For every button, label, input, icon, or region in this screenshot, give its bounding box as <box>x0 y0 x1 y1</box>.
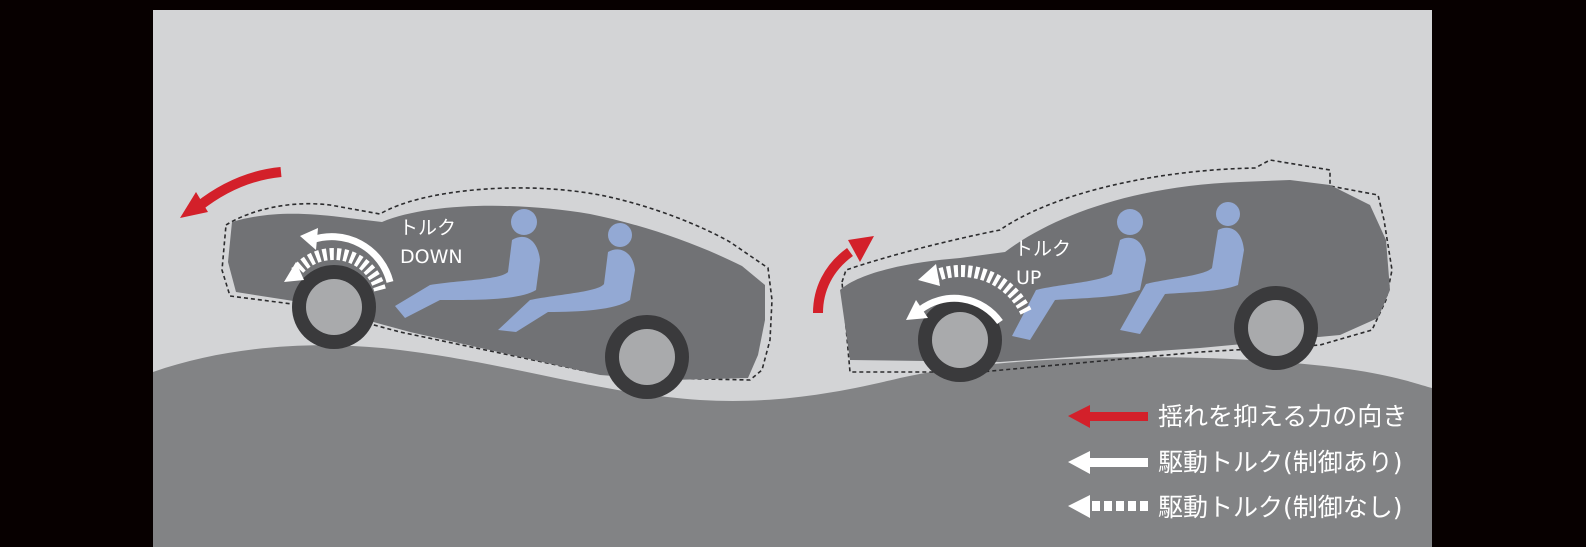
left-car-torque-label-line1: トルク <box>399 217 457 239</box>
right-car <box>813 159 1393 382</box>
left-car <box>180 167 773 399</box>
legend-label-damping-direction: 揺れを抑える力の向き <box>1158 402 1408 431</box>
passenger-head <box>608 223 632 247</box>
right-torque-arrow-controlled <box>917 294 1003 325</box>
legend-red-arrow-swatch <box>1068 405 1148 428</box>
left-car-passengers <box>395 209 635 332</box>
passenger-body <box>498 249 635 332</box>
right-torque-arrow-uncontrolled <box>927 265 1032 315</box>
passenger-body <box>1012 237 1146 340</box>
left-torque-arrow-uncontrolled-head <box>284 262 304 282</box>
left-torque-arrow-controlled <box>310 233 394 283</box>
left-torque-arrow-uncontrolled <box>291 247 386 292</box>
left-car-rear-tire <box>605 315 689 399</box>
passenger-head <box>1216 202 1240 226</box>
left-damping-arrow-head <box>180 192 208 218</box>
passenger-head <box>1117 209 1143 235</box>
right-car-front-tire <box>918 298 1002 382</box>
right-damping-arrow-head <box>848 236 874 262</box>
right-car-torque-label-line2: UP <box>1016 267 1042 289</box>
passenger-head <box>511 209 537 235</box>
left-car-dashed-outline <box>221 187 773 381</box>
left-car-torque-label-line2: DOWN <box>400 246 463 268</box>
right-car-passengers <box>1012 202 1244 340</box>
left-torque-arrow-controlled-head <box>300 228 318 250</box>
right-damping-arrow <box>813 247 854 314</box>
right-torque-arrow-uncontrolled-head <box>918 264 940 286</box>
right-car-dashed-outline <box>841 159 1393 373</box>
left-damping-arrow <box>194 167 282 211</box>
legend-label-torque-uncontrolled: 駆動トルク(制御なし) <box>1158 493 1403 522</box>
left-car-front-tire <box>292 265 376 349</box>
right-torque-arrow-controlled-head <box>906 300 928 320</box>
right-car-torque-label-line1: トルク <box>1014 238 1072 260</box>
passenger-body <box>395 236 540 318</box>
legend-solid-arrow-swatch <box>1068 451 1148 474</box>
passenger-body <box>1120 227 1244 334</box>
legend-dashed-arrow-swatch <box>1068 495 1148 518</box>
right-car-rear-tire <box>1234 286 1318 370</box>
ground <box>153 345 1432 547</box>
legend-label-torque-controlled: 駆動トルク(制御あり) <box>1158 448 1403 477</box>
